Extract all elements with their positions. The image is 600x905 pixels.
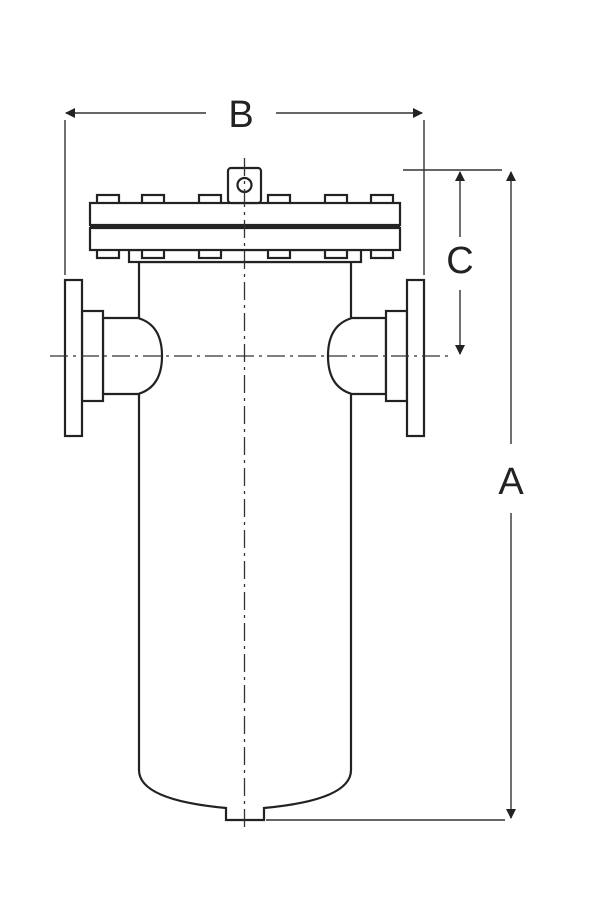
dimension-a-label: A [498, 461, 524, 503]
outlet-nozzle-right [326, 278, 426, 438]
centerlines [50, 158, 450, 828]
dimension-b: B [64, 94, 425, 275]
dimension-c: C [403, 169, 502, 355]
dimension-a: A [266, 171, 524, 821]
dimension-c-label: C [446, 240, 473, 282]
dimension-b-label: B [228, 94, 253, 136]
